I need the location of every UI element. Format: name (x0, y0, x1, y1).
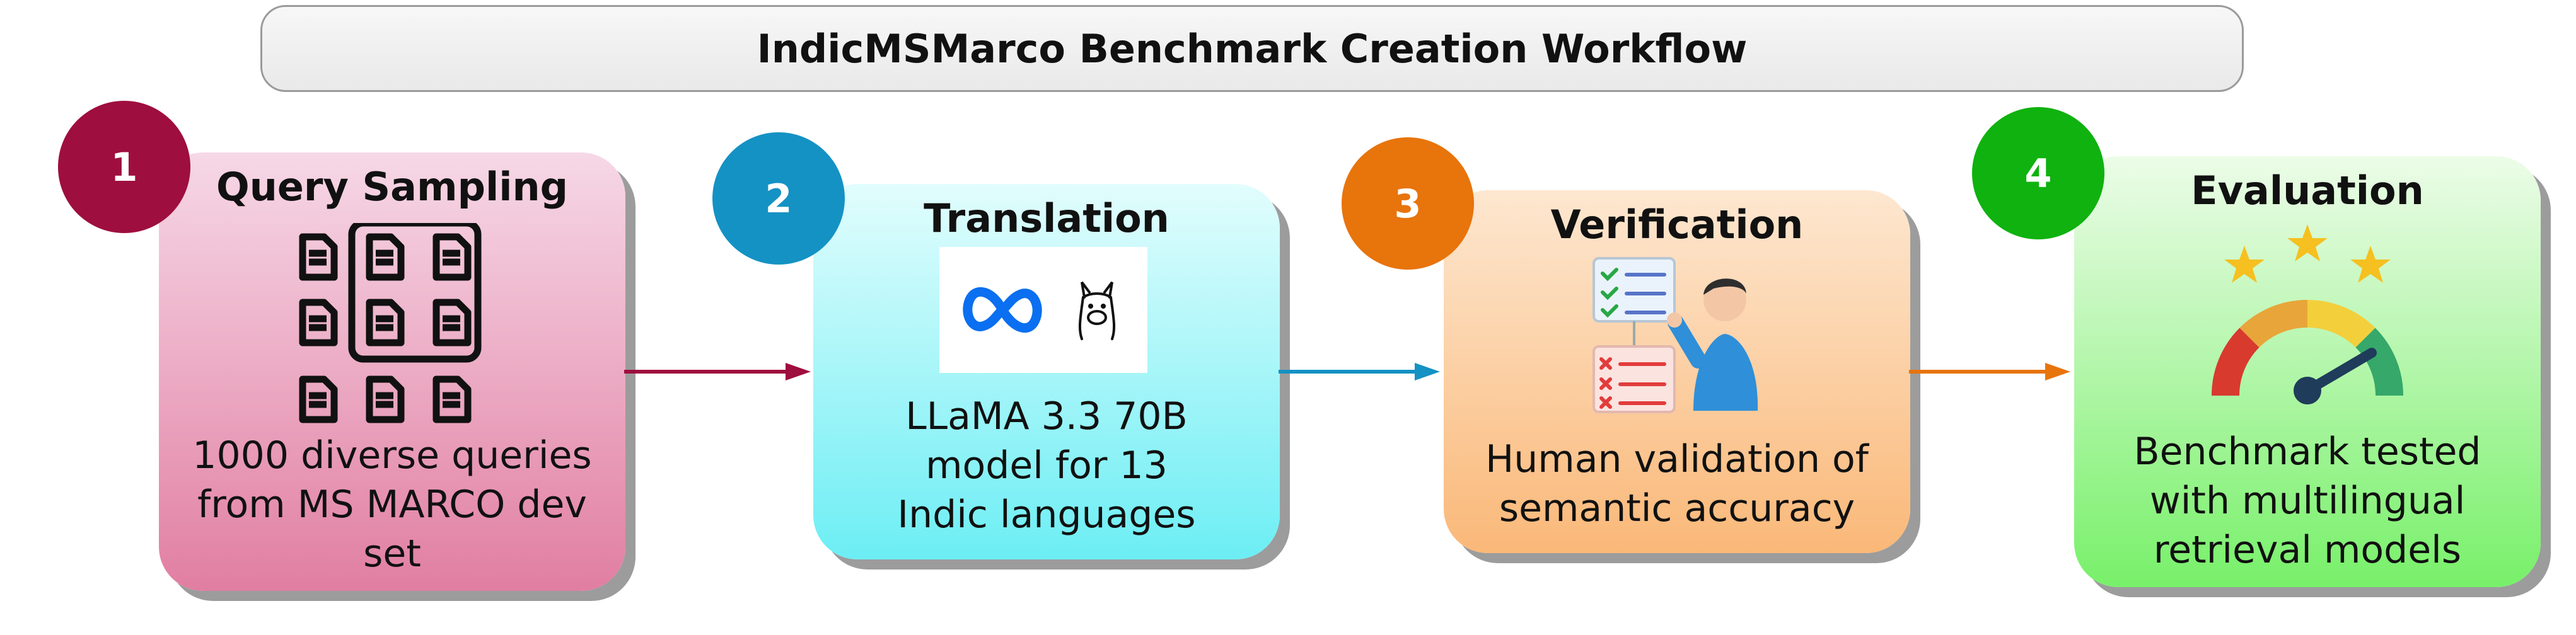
step-number-badge-3: 3 (1342, 137, 1474, 270)
step-card-verification: Verification Human validation of semanti… (1444, 190, 1910, 553)
step-card-query-sampling: Query Sampling 1000 diverse queries from… (159, 152, 625, 591)
rating-gauge-icon (2211, 224, 2404, 404)
meta-logo-icon (963, 287, 1042, 333)
step-number-badge-2: 2 (712, 132, 845, 265)
step-card-evaluation: Evaluation Benchmark tested with multili… (2074, 156, 2541, 587)
step-title: Query Sampling (216, 164, 568, 210)
model-logo-panel (939, 247, 1147, 373)
document-grid-icon (299, 223, 482, 431)
step-title: Verification (1550, 202, 1804, 248)
llama-icon (1078, 281, 1116, 340)
step-number-badge-4: 4 (1972, 107, 2104, 239)
step-title: Evaluation (2191, 168, 2424, 214)
step-title: Translation (924, 195, 1169, 241)
arrow-step2-to-step3 (1279, 363, 1440, 380)
step-card-translation: Translation LLaMA 3.3 70B model for 13 I… (813, 184, 1280, 559)
arrow-step1-to-step2 (624, 363, 811, 380)
step-description: LLaMA 3.3 70B model for 13 Indic languag… (897, 394, 1196, 537)
workflow-title: IndicMSMarco Benchmark Creation Workflow (260, 5, 2244, 92)
step-number-badge-1: 1 (58, 101, 190, 233)
step-description: Benchmark tested with multilingual retri… (2133, 430, 2481, 572)
step-description: Human validation of semantic accuracy (1485, 437, 1869, 530)
checklist-person-icon (1593, 257, 1758, 413)
arrow-step3-to-step4 (1909, 363, 2070, 380)
step-description: 1000 diverse queries from MS MARCO dev s… (192, 433, 592, 576)
